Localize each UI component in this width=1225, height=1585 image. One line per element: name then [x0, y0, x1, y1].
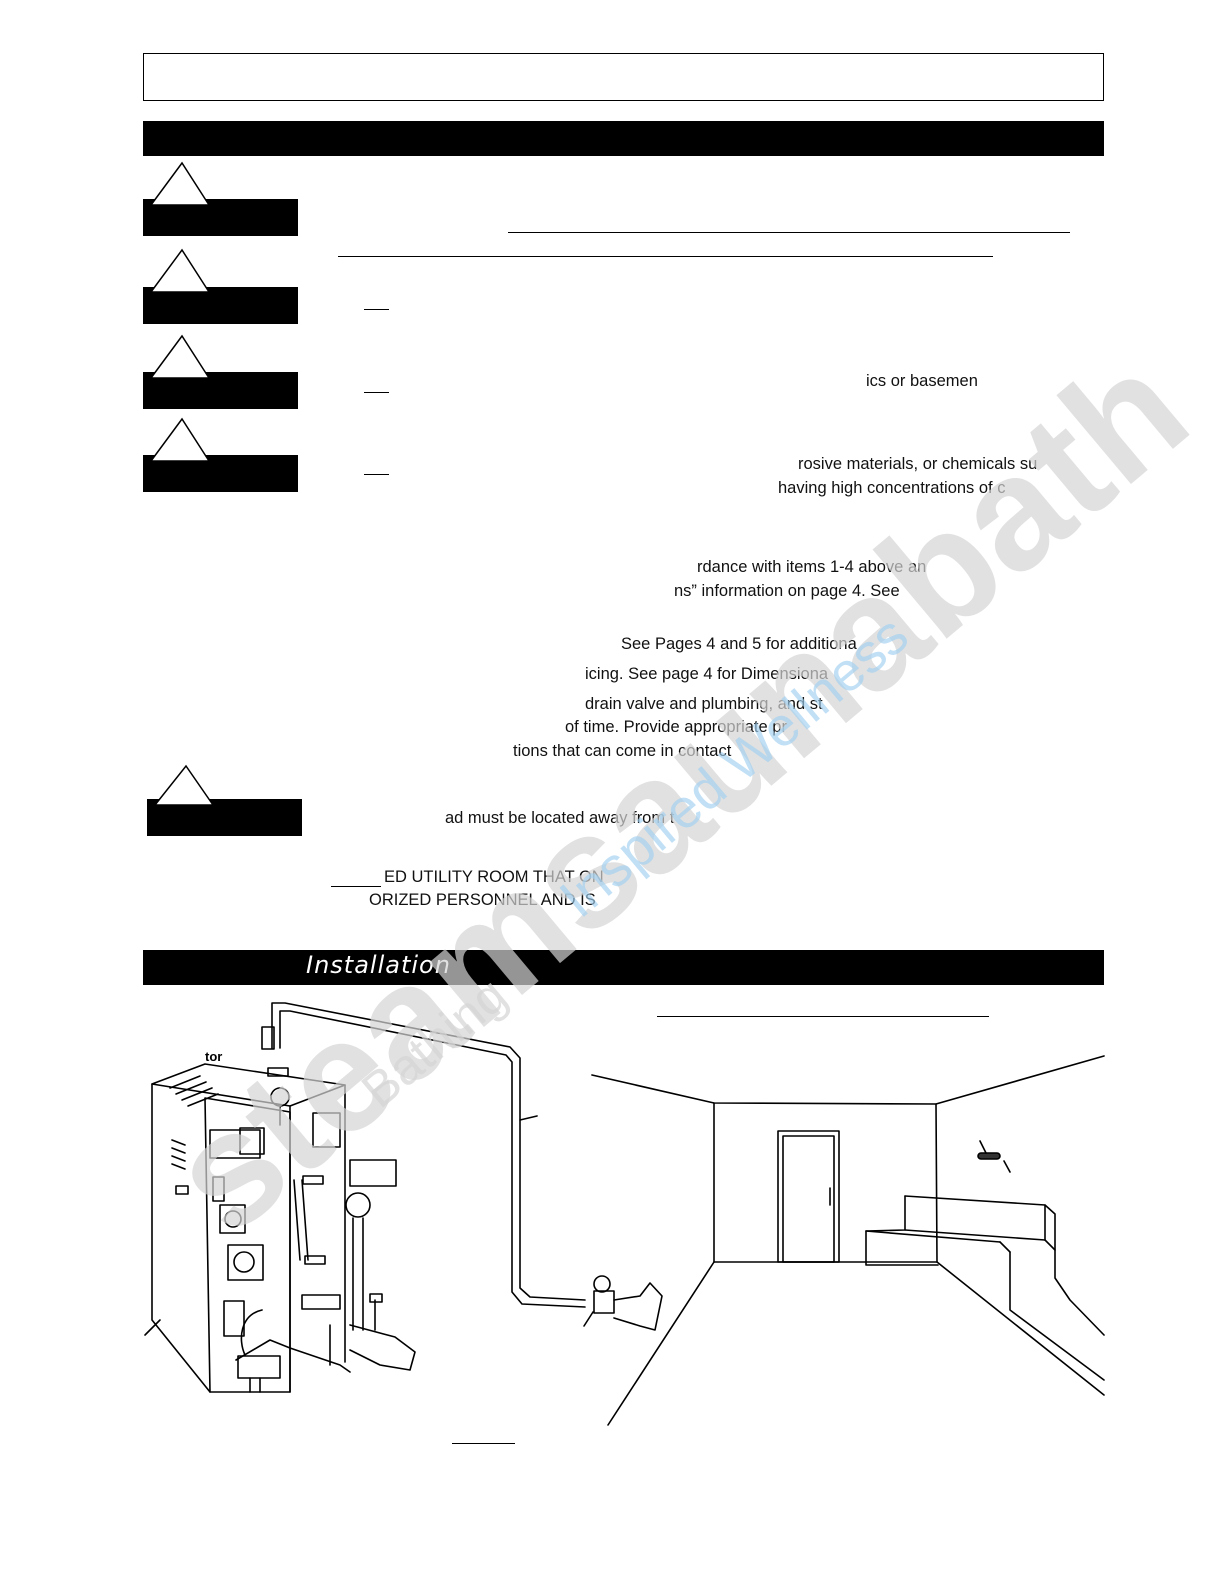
- steamhead: [613, 1282, 663, 1331]
- section-title: Installation: [306, 951, 451, 979]
- generator-label: tor: [205, 1049, 222, 1064]
- bench-step-edge: [904, 1229, 1046, 1241]
- underline-1: [508, 232, 1070, 233]
- valve-icon: [593, 1275, 611, 1293]
- generator-top: [151, 1063, 346, 1107]
- generator-foot: [144, 1319, 161, 1336]
- text-fragment: ns” information on page 4. See: [674, 582, 900, 600]
- underline-diagram-title: [657, 1016, 989, 1017]
- room-ceiling: [591, 1055, 1105, 1105]
- text-fragment: tions that can come in contact: [513, 742, 732, 760]
- safety-valve: [261, 1026, 275, 1050]
- warning-triangle-icon: [149, 161, 211, 206]
- bench-steps-left: [865, 1195, 939, 1266]
- header-box: [143, 53, 1104, 101]
- pressure-gauge-icon: [270, 1087, 290, 1107]
- pipe-leader: [519, 1115, 538, 1121]
- text-fragment: ad must be located away from t: [445, 809, 675, 827]
- text-fragment: icing. See page 4 for Dimensiona: [585, 665, 829, 683]
- door-inner: [782, 1135, 835, 1263]
- text-fragment: ics or basemen: [866, 372, 978, 390]
- bench-step-corner: [1044, 1239, 1056, 1251]
- room-corner-right: [935, 1103, 938, 1263]
- underline-2: [338, 256, 993, 257]
- panel-knob-1: [219, 1204, 246, 1234]
- warning-triangle-icon: [149, 334, 211, 379]
- text-fragment: ED UTILITY ROOM THAT ON: [384, 868, 604, 886]
- generator-front: [204, 1097, 291, 1393]
- bench-top: [904, 1195, 1105, 1336]
- steamhead-control-icon: [977, 1152, 1001, 1160]
- text-fragment: having high concentrations of c: [778, 479, 1006, 497]
- switch-icon: [212, 1176, 225, 1202]
- text-fragment: of time. Provide appropriate pr: [565, 718, 787, 736]
- valve-body: [593, 1290, 615, 1314]
- steam-pipe-outer: [271, 1002, 586, 1301]
- valve-leader: [583, 1311, 594, 1327]
- underline-num-1: [364, 309, 389, 310]
- bench-step-edge-2: [865, 1230, 1001, 1243]
- drain-hose: [240, 1309, 263, 1356]
- underline-figure: [452, 1443, 515, 1444]
- water-feed-icon: [349, 1159, 397, 1187]
- warning-triangle-icon: [149, 417, 211, 462]
- control-leader-1: [979, 1140, 987, 1154]
- section-bar-installation: Installation: [143, 950, 1104, 985]
- room-floor-left: [607, 1261, 715, 1426]
- installation-diagram: tor: [144, 1002, 1105, 1426]
- underline-caps: [331, 886, 381, 887]
- generator-left-edge: [151, 1083, 211, 1393]
- bench-front: [1009, 1251, 1105, 1381]
- panel-knob-2: [227, 1244, 264, 1281]
- text-fragment: rdance with items 1-4 above an: [697, 558, 927, 576]
- front-vent: [223, 1300, 245, 1337]
- text-fragment: ORIZED PERSONNEL AND IS: [369, 891, 596, 909]
- steam-pipe-inner: [279, 1010, 586, 1308]
- warning-triangle-icon: [153, 764, 215, 806]
- underline-num-3: [364, 474, 389, 475]
- underline-num-2: [364, 392, 389, 393]
- text-fragment: See Pages 4 and 5 for additiona: [621, 635, 857, 653]
- room-floor-right: [936, 1261, 1105, 1396]
- bench-step-corner-2: [999, 1241, 1011, 1253]
- warning-label-2: [143, 287, 298, 324]
- section-bar-safety: [143, 121, 1104, 156]
- warning-triangle-icon: [149, 248, 211, 293]
- text-fragment: drain valve and plumbing, and st: [585, 695, 823, 713]
- control-leader-2: [1003, 1160, 1011, 1173]
- text-fragment: rosive materials, or chemicals su: [798, 455, 1038, 473]
